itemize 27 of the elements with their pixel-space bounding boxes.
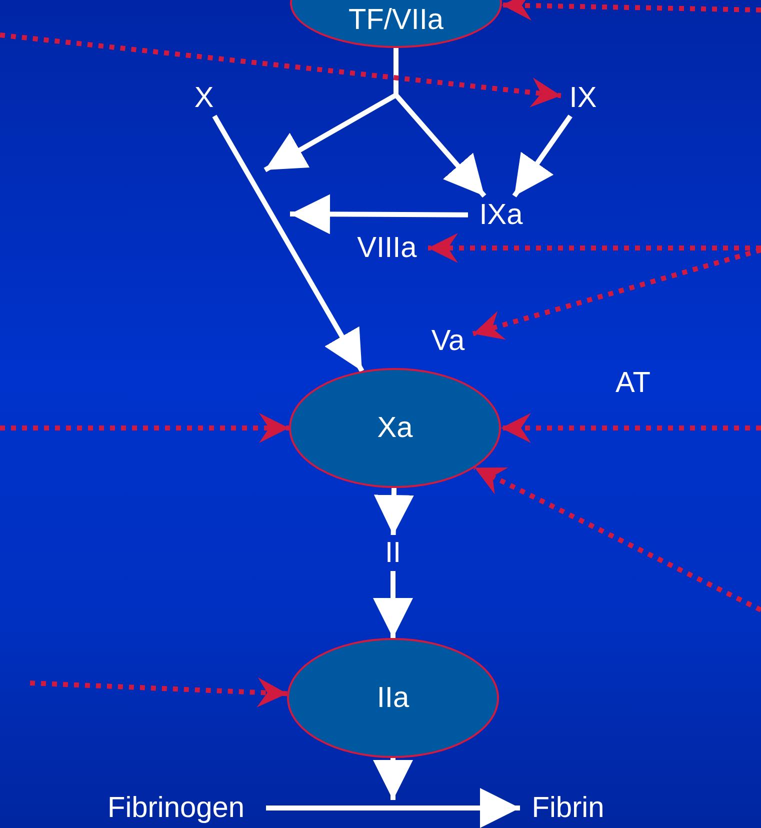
factor-label: Fibrin: [532, 790, 604, 826]
dotted-arrow: [501, 413, 761, 443]
arrow: [373, 758, 413, 800]
arrow: [374, 488, 414, 536]
dotted-arrow: [428, 233, 761, 263]
ellipse-label: TF/VIIa: [348, 3, 444, 38]
ellipse-label: Xa: [377, 410, 413, 446]
factor-label: AT: [616, 366, 650, 400]
arrow: [266, 788, 520, 828]
dotted-arrow: [472, 248, 761, 340]
dotted-arrow: [0, 32, 562, 108]
dotted-arrow: [0, 413, 289, 443]
dotted-arrow: [502, 0, 761, 21]
arrow: [512, 114, 572, 198]
factor-label: Va: [431, 324, 465, 358]
factor-label: X: [194, 80, 214, 116]
factor-label: II: [384, 536, 402, 570]
dotted-arrow: [474, 465, 761, 612]
factor-label: VIIIa: [357, 230, 417, 266]
arrow: [373, 571, 413, 638]
arrow: [212, 114, 364, 372]
dotted-arrow: [30, 677, 288, 708]
factor-label: IX: [569, 80, 597, 116]
arrow: [290, 194, 468, 234]
factor-label: IXa: [479, 198, 523, 232]
factor-label: Fibrinogen: [107, 790, 245, 826]
ellipse-label: IIa: [376, 680, 410, 716]
